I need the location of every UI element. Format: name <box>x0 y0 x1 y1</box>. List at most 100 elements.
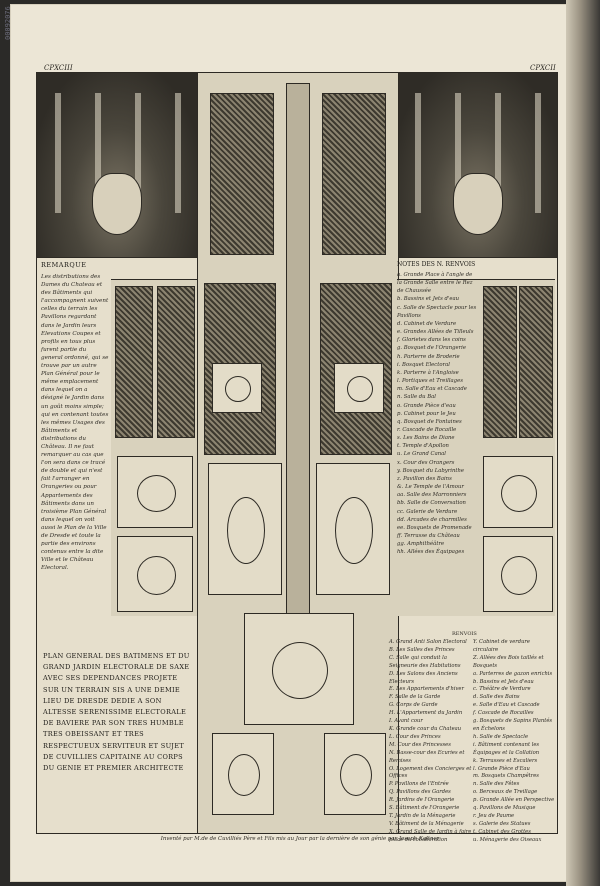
note-item: aa. Salle des Marronniers <box>397 492 467 499</box>
note-item: p. Cabinet pour le Jeu <box>397 410 456 417</box>
legend-item: Q. Pavillons des Gardes <box>389 789 451 796</box>
note-item: gg. Amphithéâtre <box>397 541 445 548</box>
legend-item: V. Bâtiment de la Ménagerie <box>389 820 464 827</box>
note-item: d. Cabinet de Verdure <box>397 320 457 327</box>
legend-item: B. Les Salles des Princes <box>389 646 455 653</box>
legend-item: l. Grande Pièce d'Eau <box>473 765 530 772</box>
inventory-stamp: 00092076 <box>4 6 12 40</box>
left-garden-wing <box>111 279 197 616</box>
left-vignette-illustration <box>37 73 197 258</box>
electoral-crest-cartouche <box>453 173 503 235</box>
note-item: dd. Arcades de charmilles <box>397 516 467 523</box>
note-item: n. Salle du Bal <box>397 394 437 401</box>
legend-item: d. Salle des Bains <box>473 694 520 701</box>
legend-item: C. Salle qui conduit la Seigneurie des H… <box>389 654 461 669</box>
legend-item: b. Bassins et Jets d'eau <box>473 678 534 685</box>
note-item: ee. Bosquets de Promenade <box>397 524 472 531</box>
legend-item: f. Cascade de Rocailles <box>473 710 534 717</box>
legend-item: O. Logement des Concierges et Offices <box>389 765 472 780</box>
legend-item: q. Pavillons de Musique <box>473 805 536 812</box>
left-wing-bosquet-1 <box>115 286 153 438</box>
left-wing-bosquet-2 <box>157 286 195 438</box>
legend-item: Z. Allées des Bois taillés et Bosquets <box>473 654 544 669</box>
legend-item: g. Bosquets de Sapins Plantés en Échelon… <box>473 718 553 732</box>
note-item: l. Portiques et Treillages <box>397 378 463 385</box>
legend-item: H. L'Appartement du Jardin <box>389 710 463 717</box>
legend-item: Y. Cabinet de verdure circulaire <box>473 639 530 653</box>
legend-item: M. Cour des Princesses <box>389 741 451 748</box>
note-item: a. Grande Place à l'angle de la Grande S… <box>397 272 473 295</box>
note-item: r. Cascade de Rocaille <box>397 426 457 433</box>
note-item: &. Le Temple de l'Amour <box>397 484 464 491</box>
legend-item: N. Basse-cour des Ecuries et Remises <box>389 749 465 764</box>
legend-item: c. Théâtre de Verdure <box>473 686 531 693</box>
note-item: bb. Salle de Conversation <box>397 500 466 507</box>
right-garden-wing <box>397 279 483 616</box>
note-item: u. Le Grand Canal <box>397 451 446 458</box>
right-wing-parterre-2 <box>483 536 553 612</box>
legend-item: L. Cour des Princes <box>389 733 441 740</box>
legend-item: r. Jeu de Paume <box>473 812 515 819</box>
legend-item: e. Salle d'Eau et Cascade <box>473 702 540 709</box>
note-item: q. Bosquet de Fontaines <box>397 418 462 425</box>
lower-left-parterre <box>208 463 282 595</box>
legend-item: m. Bosquets Champêtres <box>473 773 539 780</box>
legend-item: F. Salle de la Garde <box>389 694 441 701</box>
legend-item: i. Bâtiment contenant les Équipages et l… <box>473 741 540 756</box>
legend-item: a. Parterres de gazon enrichis <box>473 670 553 677</box>
palace-courtyard <box>244 613 354 725</box>
legend-item: K. Grande cour du Chateau <box>389 725 462 732</box>
page-number-left: CPXCIII <box>44 64 73 72</box>
central-garden-plan <box>197 73 399 833</box>
engraving-plate: REMARQUE Les distributions des Dames du … <box>36 72 558 843</box>
note-item: x. Cour des Orangers <box>397 459 455 466</box>
note-item: g. Bosquet de l'Orangerie <box>397 345 466 352</box>
right-wing-bosquet-2 <box>519 286 553 438</box>
note-item: o. Grande Pièce d'eau <box>397 402 456 409</box>
legend-item: R. Jardins de l'Orangerie <box>389 797 455 804</box>
note-item: z. Pavillon des Bains <box>397 475 452 482</box>
legend-item: h. Salle de Spectacle <box>473 733 529 740</box>
note-item: f. Glorietes dans les coins <box>397 337 466 344</box>
notes-list: a. Grande Place à l'angle de la Grande S… <box>397 271 477 556</box>
forecourt-left <box>212 733 274 815</box>
legend-item: p. Grande Allée en Perspective <box>473 797 555 804</box>
legend-item: A. Grand Anti Salon Electoral <box>389 639 467 645</box>
lower-right-parterre <box>316 463 390 595</box>
legend-item: X. Grand Salle de Jardin à faire place d… <box>389 828 472 843</box>
note-item: b. Bassins et Jets d'eau <box>397 296 460 303</box>
note-item: t. Temple d'Apollon <box>397 443 449 450</box>
remarque-heading: REMARQUE <box>41 261 87 269</box>
legend-item: T. Jardin de la Ménagerie <box>389 812 456 819</box>
legend-item: D. Les Salons des Anciens Electeurs <box>389 670 458 685</box>
legend-item: E. Les Appartements d'hiver <box>389 686 464 693</box>
legend-item: I. Avant cour <box>389 718 423 725</box>
legend-item: k. Terrasses et Escaliers <box>473 757 538 764</box>
right-vignette-illustration <box>397 73 557 258</box>
central-axis-alley <box>286 83 310 685</box>
note-item: s. Les Bains de Diane <box>397 435 455 442</box>
left-circular-parterre <box>212 363 262 413</box>
right-wing-bosquet-1 <box>483 286 517 438</box>
legend-item: s. Galerie des Statues <box>473 820 531 827</box>
legend-item: u. Ménagerie des Oiseaux <box>473 836 542 843</box>
note-item: c. Salle de Spectacle pour les Pavillons <box>397 304 477 319</box>
upper-right-bosquet <box>322 93 386 255</box>
remarque-text: Les distributions des Dames du Chateau e… <box>41 274 109 572</box>
note-item: cc. Galerie de Verdure <box>397 508 458 515</box>
legend-item: S. Bâtiment de l'Orangerie <box>389 805 460 812</box>
engraver-caption: Inventé par M.de de Cuvilliés Père et Fi… <box>160 836 440 842</box>
left-wing-parterre-2 <box>117 536 193 612</box>
legend-item: o. Berceaux de Treillage <box>473 789 538 796</box>
right-wing-parterre-1 <box>483 456 553 528</box>
note-item: e. Grandes Allées de Tilleuls <box>397 329 474 336</box>
note-item: h. Parterre de Broderie <box>397 353 460 360</box>
page-number-right: CPXCII <box>530 64 556 72</box>
note-item: hh. Allées des Équipages <box>397 549 465 556</box>
notes-heading: NOTES DES N. RENVOIS <box>397 261 476 268</box>
right-circular-parterre <box>334 363 384 413</box>
note-item: ff. Terrasse du Château <box>397 533 460 539</box>
left-wing-parterre-1 <box>117 456 193 528</box>
